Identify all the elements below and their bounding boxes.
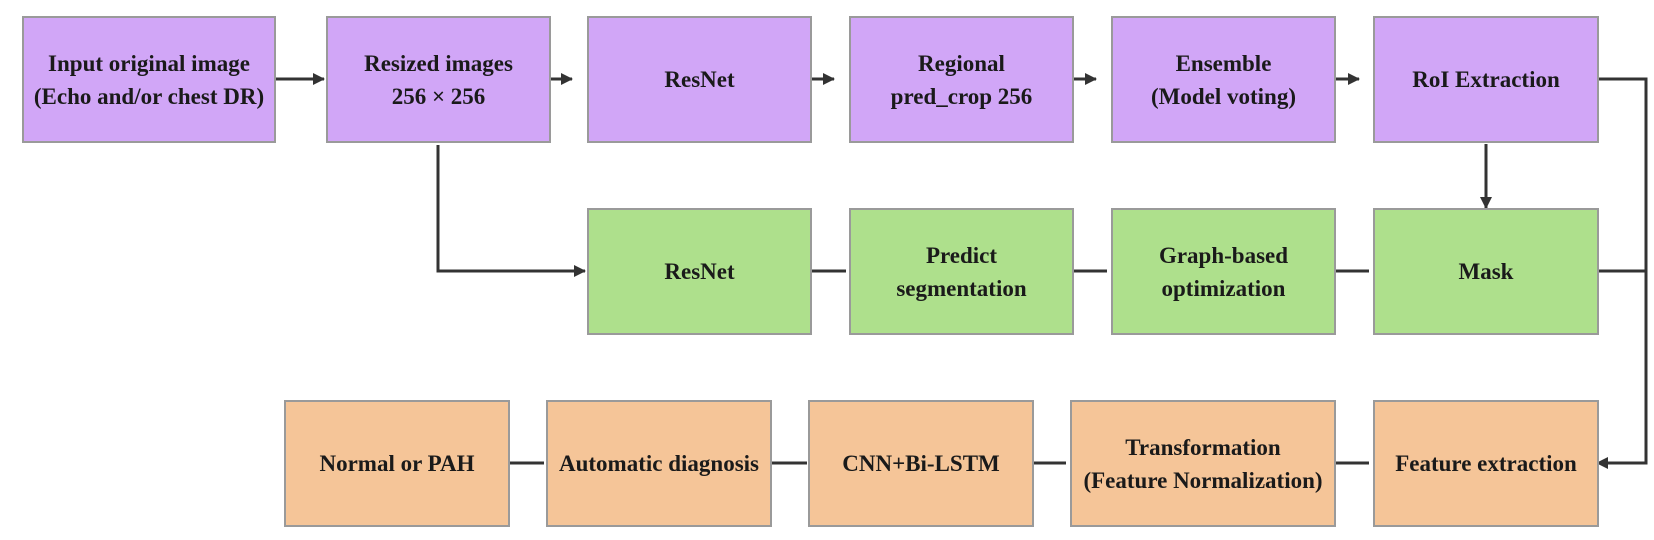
node-transform-label: Transformation (Feature Normalization) <box>1083 434 1323 493</box>
node-resnet-2-label: ResNet <box>664 259 735 284</box>
node-resized-images: Resized images 256 × 256 <box>326 16 551 143</box>
node-resnet-1-label: ResNet <box>664 67 735 92</box>
node-predict-label: Predict segmentation <box>896 242 1027 301</box>
node-resnet-2: ResNet <box>587 208 812 335</box>
node-graph-label: Graph-based optimization <box>1158 242 1289 301</box>
node-transformation: Transformation (Feature Normalization) <box>1070 400 1336 527</box>
node-feature-extraction: Feature extraction <box>1373 400 1599 527</box>
node-ensemble: Ensemble (Model voting) <box>1111 16 1336 143</box>
node-mask: Mask <box>1373 208 1599 335</box>
arrow-resized-to-resnet-seg <box>436 145 586 277</box>
node-cnn-bilstm: CNN+Bi-LSTM <box>808 400 1034 527</box>
node-normal-or-pah: Normal or PAH <box>284 400 510 527</box>
node-resnet-1: ResNet <box>587 16 812 143</box>
node-roi-label: RoI Extraction <box>1412 67 1560 92</box>
node-automatic-diagnosis: Automatic diagnosis <box>546 400 772 527</box>
node-resized-label: Resized images 256 × 256 <box>364 50 513 109</box>
node-ensemble-label: Ensemble (Model voting) <box>1150 50 1296 109</box>
node-auto-label: Automatic diagnosis <box>559 451 759 476</box>
node-graph-optimization: Graph-based optimization <box>1111 208 1336 335</box>
node-normal-label: Normal or PAH <box>319 451 475 476</box>
node-feature-label: Feature extraction <box>1395 451 1577 476</box>
node-roi-extraction: RoI Extraction <box>1373 16 1599 143</box>
node-input-label: Input original image (Echo and/or chest … <box>33 50 265 109</box>
node-mask-label: Mask <box>1458 259 1514 284</box>
node-regional-label: Regional pred_crop 256 <box>890 50 1033 109</box>
node-predict-segmentation: Predict segmentation <box>849 208 1074 335</box>
node-cnn-label: CNN+Bi-LSTM <box>842 451 1000 476</box>
node-regional-crop: Regional pred_crop 256 <box>849 16 1074 143</box>
node-input-original-image: Input original image (Echo and/or chest … <box>22 16 276 143</box>
